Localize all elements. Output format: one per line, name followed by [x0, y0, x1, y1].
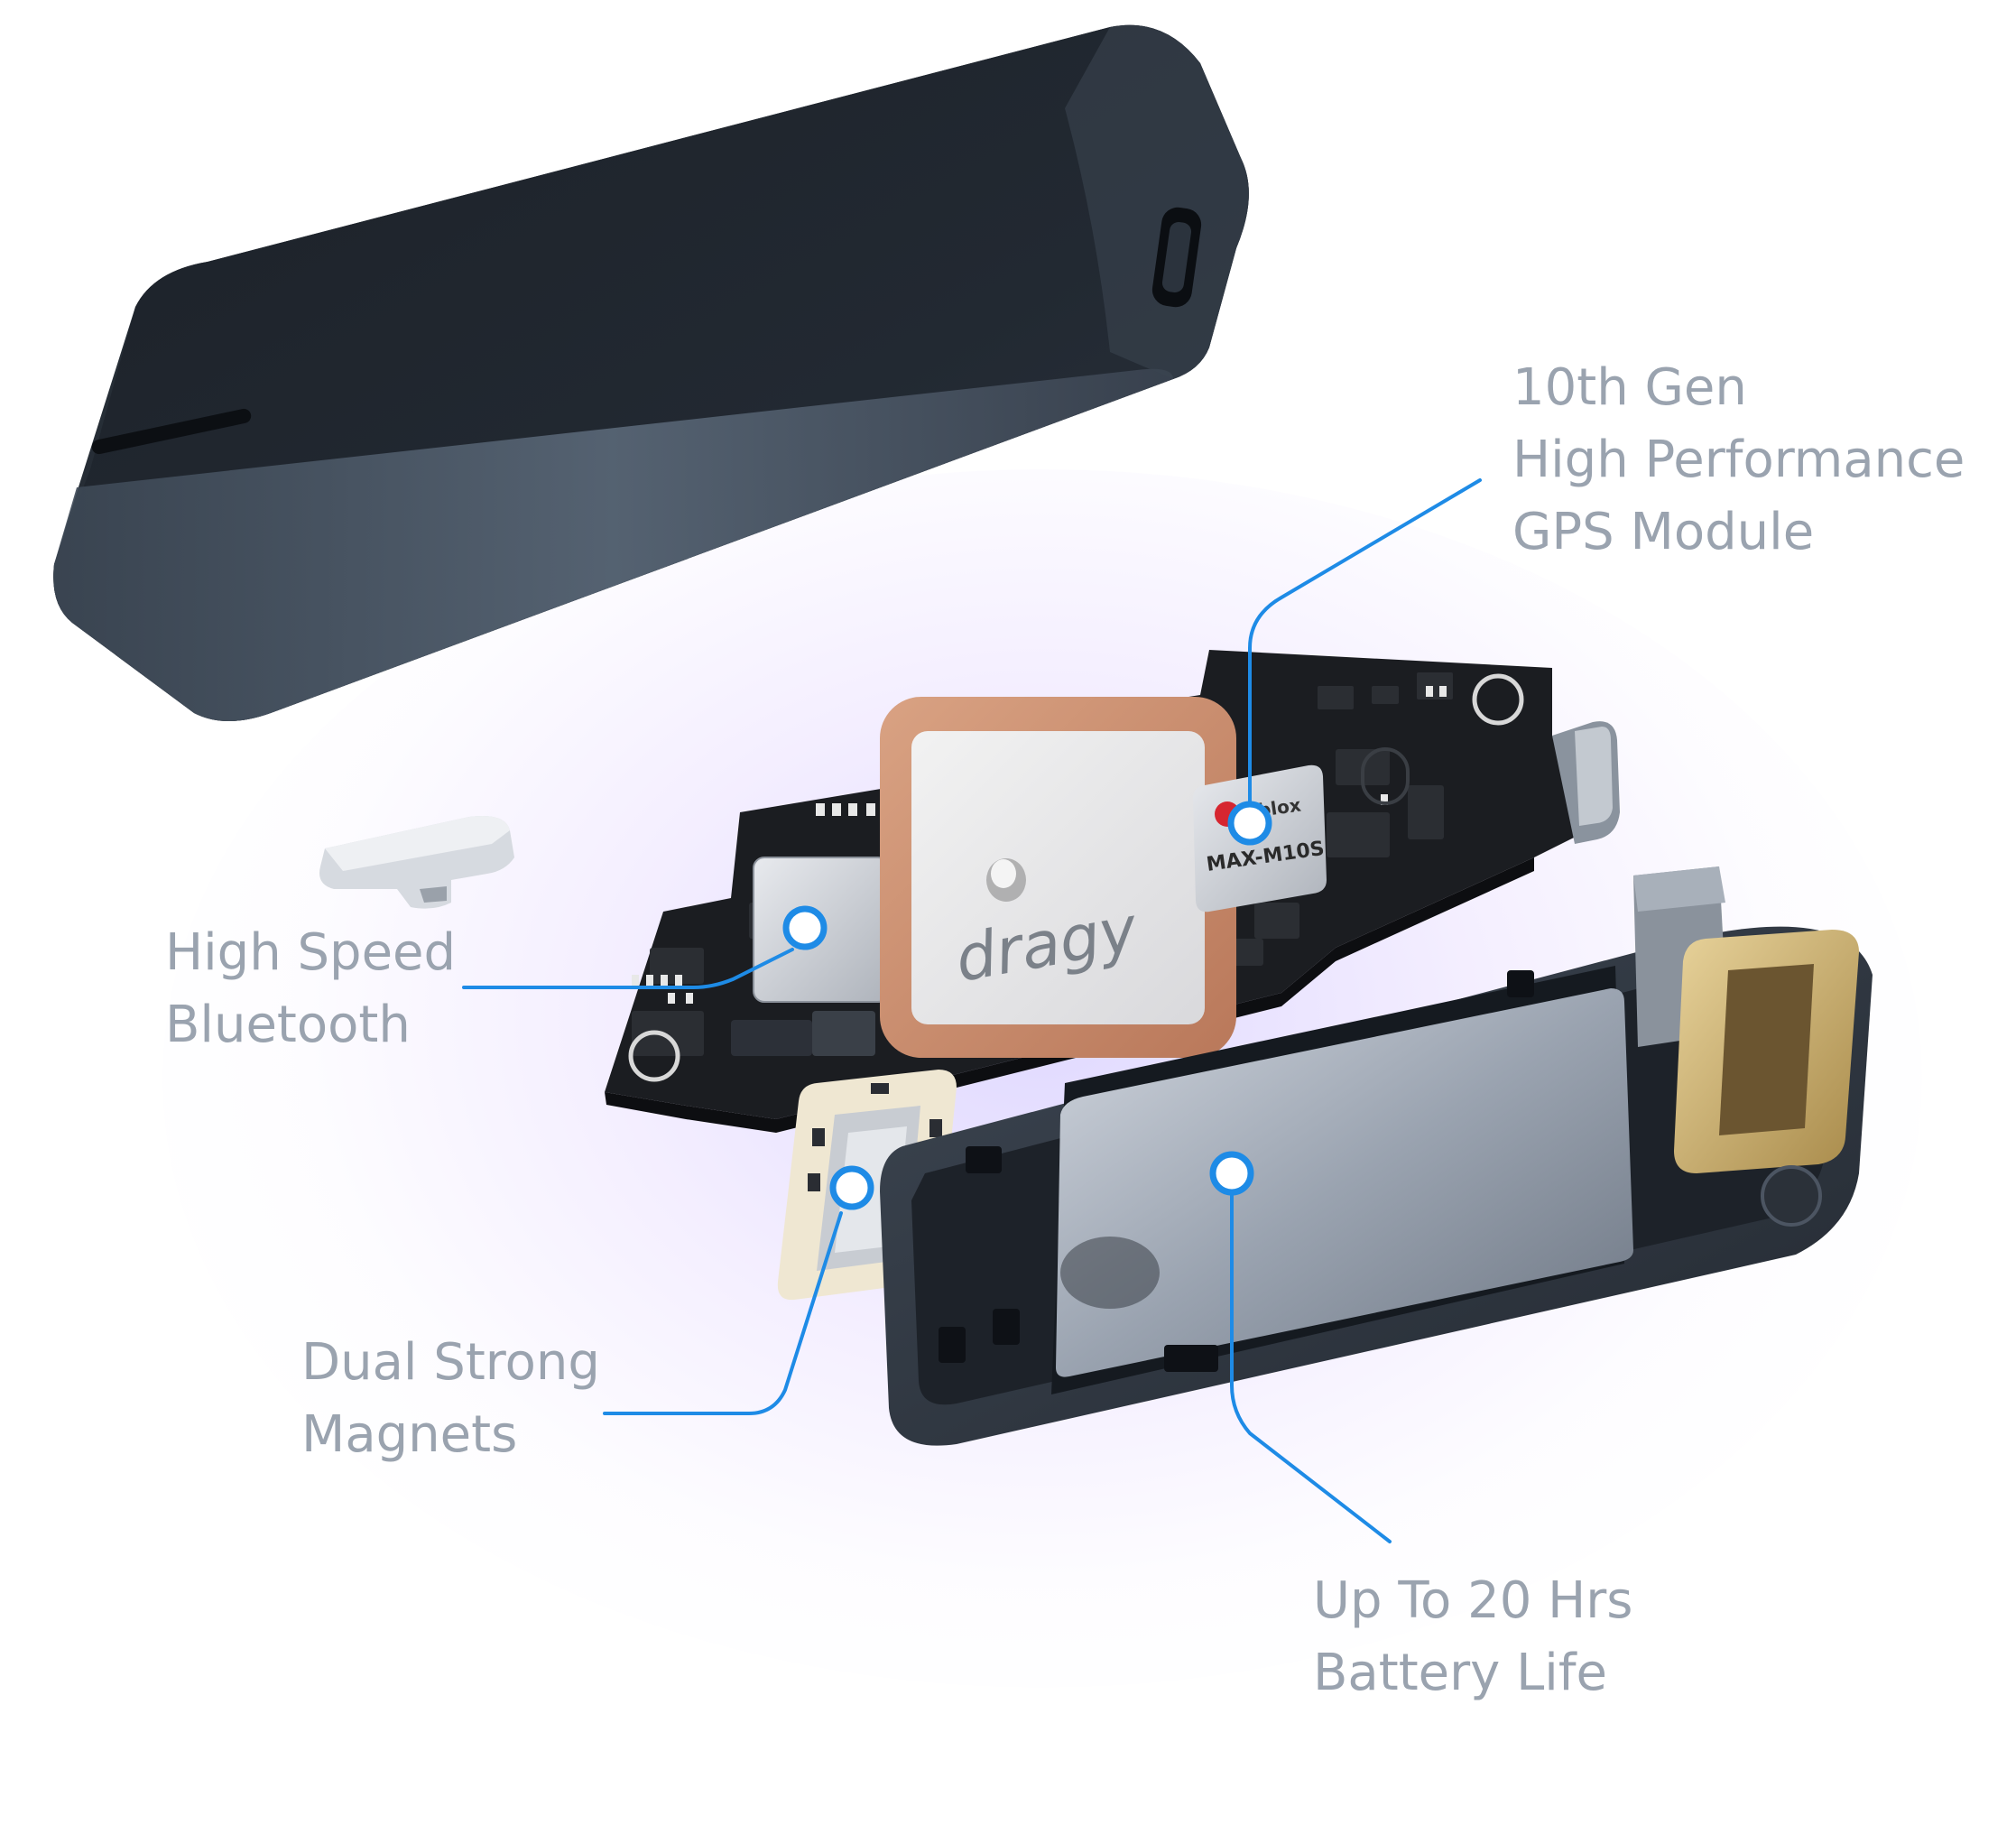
pcb-board: dragy blox MAX-M10S: [605, 650, 1620, 1133]
bluetooth-callout-line: [462, 948, 794, 989]
gps-callout-line: [1248, 478, 1482, 825]
gps-callout-line-3: GPS Module: [1512, 503, 1815, 561]
top-housing-lid: [53, 24, 1249, 721]
gps-marker-icon: [1227, 801, 1272, 846]
gps-callout-label: 10th Gen High Performance GPS Module: [1512, 352, 1965, 569]
battery-marker-icon: [1209, 1151, 1254, 1196]
callout-lines: [462, 478, 1482, 1543]
bluetooth-callout-label: High Speed Bluetooth: [165, 917, 456, 1061]
magnets-callout-label: Dual Strong Magnets: [301, 1327, 600, 1471]
gold-contact-frame: [1674, 930, 1859, 1173]
gps-callout-line-1: 10th Gen: [1512, 358, 1747, 417]
bluetooth-callout-line-1: High Speed: [165, 923, 457, 982]
mounting-hole: [628, 673, 1524, 1082]
mounting-hole: [1761, 1165, 1822, 1227]
bluetooth-marker-icon: [782, 905, 828, 950]
magnets-callout-line: [603, 1211, 843, 1415]
usb-port-opening-icon: [1151, 207, 1202, 308]
battery-callout-line: [1230, 1188, 1392, 1543]
base-housing: [880, 866, 1873, 1446]
gps-callout-line-2: High Performance: [1512, 431, 1965, 489]
button-clip-part: [319, 816, 514, 909]
bluetooth-callout-line-2: Bluetooth: [165, 996, 411, 1054]
battery-cell: [1056, 988, 1633, 1377]
battery-callout-line-2: Battery Life: [1313, 1644, 1607, 1702]
magnets-marker-icon: [829, 1165, 874, 1210]
usb-c-connector: [1552, 721, 1620, 844]
callout-markers: [782, 801, 1272, 1210]
lid-slot: [91, 408, 252, 455]
gps-antenna-patch: [880, 697, 1236, 1058]
battery-callout-line-1: Up To 20 Hrs: [1313, 1571, 1633, 1630]
magnets-callout-line-2: Magnets: [301, 1405, 518, 1464]
magnets-callout-line-1: Dual Strong: [301, 1333, 600, 1392]
battery-callout-label: Up To 20 Hrs Battery Life: [1313, 1565, 1632, 1709]
